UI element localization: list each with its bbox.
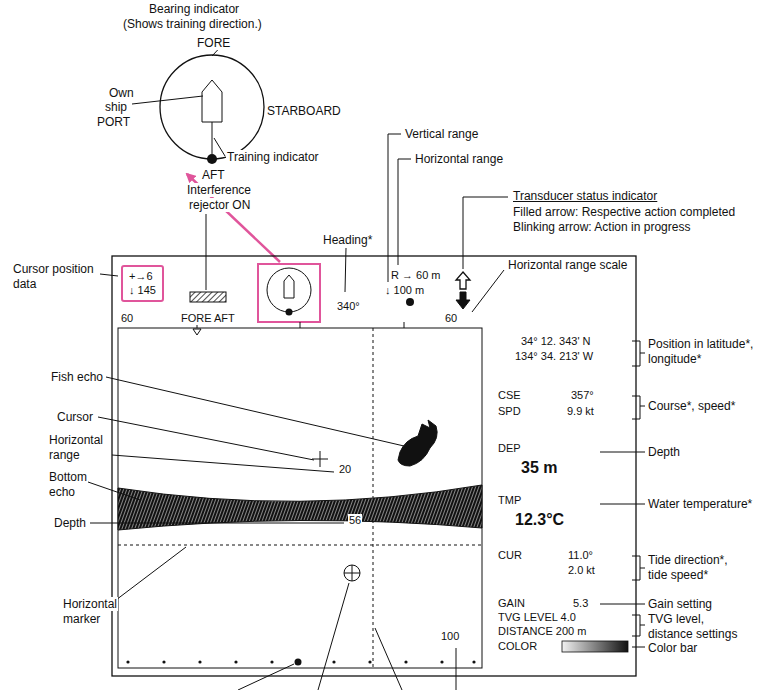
callout-label: 5.3 — [572, 597, 589, 610]
callout-label: Horizontal — [62, 597, 118, 611]
callout-label: Cursor — [56, 410, 94, 424]
callout-label: Own — [108, 86, 135, 100]
callout-label: 60 — [120, 312, 134, 325]
callout-label: Cursor position — [12, 262, 95, 276]
callout-label: 35 m — [520, 458, 558, 477]
callout-label: Interference — [186, 183, 252, 197]
callout-label: Tide direction*, — [647, 553, 729, 567]
callout-label: (Shows training direction.) — [122, 17, 263, 31]
callout-label: Depth — [647, 445, 681, 459]
callout-label: 2.0 kt — [567, 564, 596, 577]
callout-label: Course*, speed* — [647, 399, 736, 413]
callout-label: CSE — [497, 389, 522, 402]
callout-label: 9.9 kt — [566, 405, 595, 418]
callout-label: 134° 34. 213' W — [514, 350, 594, 363]
callout-label: data — [12, 277, 37, 291]
callout-label: Filled arrow: Respective action complete… — [512, 205, 736, 219]
callout-label: AFT — [201, 168, 226, 182]
callout-label: Fish echo — [50, 370, 104, 384]
callout-label: TVG level, — [647, 612, 705, 626]
callout-label: ↓ 100 m — [384, 284, 425, 297]
callout-label: FORE — [196, 36, 231, 50]
callout-label: 20 — [338, 463, 352, 476]
callout-label: Horizontal range — [414, 152, 504, 166]
callout-label: SPD — [497, 405, 522, 418]
callout-label: rejector ON — [188, 198, 251, 212]
callout-label: R → 60 m — [390, 269, 442, 282]
callout-label: 11.0° — [567, 549, 594, 562]
callout-label: GAIN — [497, 597, 526, 610]
callout-label: 60 — [444, 312, 458, 325]
callout-label: echo — [48, 485, 76, 499]
callout-label: marker — [62, 612, 101, 626]
callout-label: 357° — [570, 389, 595, 402]
cursor-data-text: +→6 — [129, 269, 156, 283]
callout-label: Gain setting — [647, 597, 713, 611]
callout-label: distance settings — [647, 627, 738, 641]
callout-label: Vertical range — [404, 127, 479, 141]
callout-label: longitude* — [647, 352, 702, 366]
callout-label: ship — [104, 100, 128, 114]
callout-label: Bearing indicator — [148, 2, 240, 16]
callout-label: Bottom — [48, 470, 88, 484]
callout-label: range — [48, 448, 81, 462]
callout-label: Heading* — [322, 233, 373, 247]
callout-label: 100 — [440, 630, 460, 643]
callout-label: DEP — [497, 442, 522, 455]
callout-label: Water temperature* — [647, 497, 753, 511]
callout-label: CUR — [497, 549, 523, 562]
callout-label: 340° — [336, 300, 361, 313]
callout-label: Horizontal — [48, 433, 104, 447]
callout-label: Transducer status indicator — [512, 189, 658, 203]
callout-label: TVG LEVEL 4.0 — [497, 611, 577, 624]
callout-label: STARBOARD — [266, 104, 342, 118]
callout-label: TMP — [497, 494, 522, 507]
cursor-data-text: ↓ 145 — [129, 283, 156, 297]
callout-label: 56 — [348, 514, 362, 527]
callout-label: DISTANCE 200 m — [497, 625, 587, 638]
callout-label: Blinking arrow: Action in progress — [512, 220, 691, 234]
callout-label: Position in latitude*, — [647, 337, 754, 351]
callout-label: tide speed* — [647, 568, 709, 582]
callout-label: 12.3°C — [514, 510, 565, 529]
callout-label: FORE AFT — [180, 312, 236, 325]
callout-label: PORT — [96, 115, 131, 129]
callout-label: Horizontal range scale — [507, 258, 628, 272]
cursor-data-box: +→6↓ 145 — [121, 265, 164, 302]
callout-label: Color bar — [647, 641, 698, 655]
callout-label: Training indicator — [226, 150, 320, 164]
callout-label: COLOR — [497, 640, 538, 653]
callout-label: Depth — [53, 516, 87, 530]
callout-label: 34° 12. 343' N — [520, 335, 592, 348]
